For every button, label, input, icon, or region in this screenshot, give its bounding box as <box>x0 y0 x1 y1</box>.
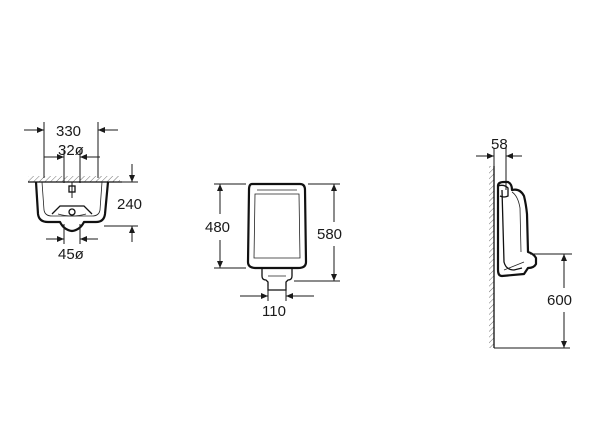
side-view: 58 600 <box>476 136 572 349</box>
outlet-width-dimension-label: 110 <box>262 303 286 320</box>
front-view-body <box>246 182 308 291</box>
depth-dimension: 240 <box>104 164 142 242</box>
outlet-dimension: 45ø <box>46 224 98 263</box>
top-view: 330 32ø <box>24 122 142 263</box>
front-view: 480 580 110 <box>205 182 342 320</box>
inlet-dimension-label: 32ø <box>58 142 84 159</box>
body-height-dimension-label: 480 <box>205 219 230 236</box>
side-view-body <box>496 180 538 278</box>
top-view-body <box>34 181 110 233</box>
wall-offset-dimension-label: 58 <box>491 136 508 153</box>
outlet-dimension-label: 45ø <box>58 246 84 263</box>
body-height-dimension: 480 <box>205 183 246 269</box>
depth-dimension-label: 240 <box>117 196 142 213</box>
mounting-height-dimension: 600 <box>530 253 572 348</box>
mounting-height-dimension-label: 600 <box>547 292 572 309</box>
width-dimension-label: 330 <box>56 123 81 140</box>
total-height-dimension-label: 580 <box>317 226 342 243</box>
wall-hatch-side <box>489 166 494 348</box>
width-dimension: 330 <box>24 122 118 178</box>
total-height-dimension: 580 <box>294 183 342 282</box>
outlet-width-dimension: 110 <box>240 286 314 320</box>
wall-hatch-top <box>28 176 120 182</box>
wall-offset-dimension: 58 <box>476 136 522 190</box>
